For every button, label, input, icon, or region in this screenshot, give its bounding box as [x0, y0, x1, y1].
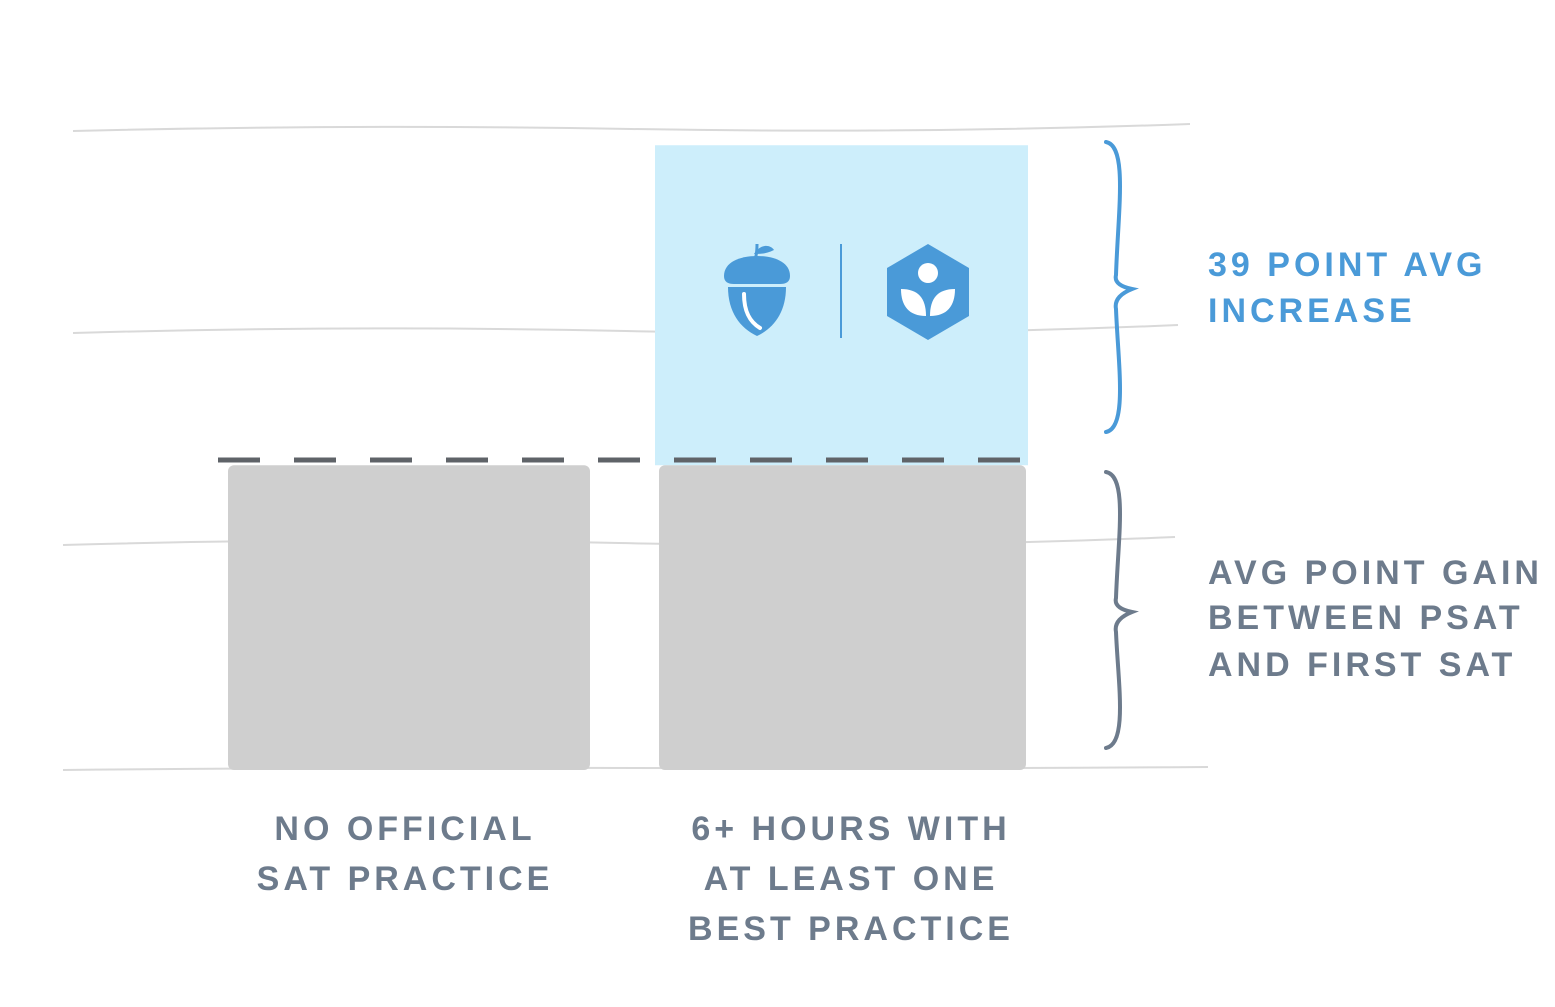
gridline-1 [72, 123, 1191, 132]
baseline-gain-annotation: AVG POINT GAIN BETWEEN PSAT AND FIRST SA… [1208, 554, 1555, 684]
bar-baseline-2 [659, 465, 1026, 770]
baseline-gain-annotation-line-1: AVG POINT GAIN [1208, 554, 1543, 592]
category-label-1: NO OFFICIAL SAT PRACTICE [257, 810, 554, 898]
increase-annotation-line-1: 39 POINT AVG [1208, 246, 1487, 284]
category-label-1-line-2: SAT PRACTICE [257, 860, 554, 898]
increase-annotation-line-2: INCREASE [1208, 292, 1416, 330]
acorn-icon [724, 243, 790, 336]
category-label-2-line-2: AT LEAST ONE [704, 860, 999, 898]
increase-brace [1104, 140, 1139, 434]
category-label-1-line-1: NO OFFICIAL [274, 810, 535, 848]
category-label-2-line-3: BEST PRACTICE [688, 910, 1014, 948]
category-labels: NO OFFICIAL SAT PRACTICE 6+ HOURS WITH AT L… [257, 810, 1014, 948]
bars [228, 145, 1028, 770]
baseline-gain-brace [1104, 470, 1139, 750]
increase-annotation: 39 POINT AVG INCREASE [1208, 246, 1500, 330]
bar-baseline-1 [228, 465, 590, 770]
baseline-gain-annotation-line-2: BETWEEN PSAT [1208, 599, 1524, 637]
leaf-hexagon-icon [887, 244, 969, 340]
category-label-2-line-1: 6+ HOURS WITH [691, 810, 1010, 848]
baseline-gain-annotation-line-3: AND FIRST SAT [1208, 646, 1516, 684]
category-label-2: 6+ HOURS WITH AT LEAST ONE BEST PRACTICE [688, 810, 1014, 948]
logos [724, 243, 969, 340]
